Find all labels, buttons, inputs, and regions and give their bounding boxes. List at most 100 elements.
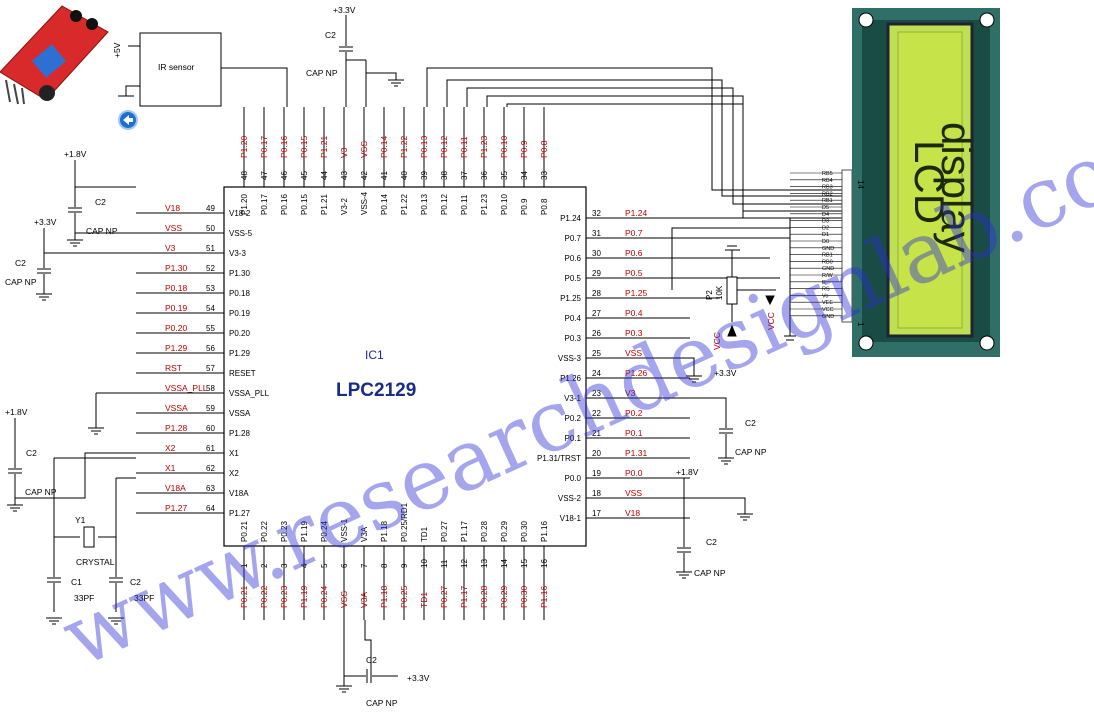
pin-number: 54 — [206, 304, 215, 313]
pin-name: P0.27 — [440, 521, 449, 542]
lcd-pin-label: R/W — [822, 273, 834, 279]
net-label: V18A — [165, 483, 186, 493]
lcd-pin-label: RB0 — [822, 259, 833, 265]
capnp-bottom: CAP NP — [366, 698, 398, 708]
net-label: P1.18 — [379, 586, 389, 608]
lcd-pin-label: E — [822, 280, 826, 286]
pin-number: 4 — [300, 563, 309, 568]
lcd-en-wire — [671, 227, 790, 290]
net-label: P1.27 — [165, 503, 187, 513]
pin-name: P0.25/RD1 — [400, 502, 409, 542]
left-cap-wire-3 — [14, 418, 136, 505]
pin-number: 33 — [540, 171, 549, 180]
net-label: P0.23 — [279, 586, 289, 608]
ir-sensor-block: IR sensor +5V — [112, 32, 222, 107]
net-label: VSSA — [165, 403, 188, 413]
pin-number: 12 — [460, 559, 469, 568]
ir-supply-wire — [118, 45, 140, 97]
pin-number: 34 — [520, 171, 529, 180]
left-cap-wire-1 — [74, 160, 136, 240]
pin-name: P0.8 — [540, 198, 549, 215]
pin-number: 29 — [592, 269, 601, 278]
pin-number: 45 — [300, 171, 309, 180]
pin-name: P0.24 — [320, 521, 329, 542]
right-cap-wire-1 — [690, 357, 727, 458]
pin-number: 58 — [206, 384, 215, 393]
pin-name: VSS-1 — [340, 518, 349, 542]
pin-name: P0.13 — [420, 194, 429, 215]
net-label: P0.18 — [165, 283, 187, 293]
pin-name: P0.21 — [240, 521, 249, 542]
net-label: P0.24 — [319, 586, 329, 608]
net-label: P1.16 — [539, 586, 549, 608]
lcd-pin-label: GND — [822, 246, 834, 252]
pin-name: P0.6 — [565, 254, 582, 263]
pin-name: P1.25 — [560, 294, 581, 303]
c2-crystal-label: C2 — [130, 577, 141, 587]
pin-name: P1.28 — [229, 429, 250, 438]
back-arrow-icon[interactable] — [118, 110, 138, 130]
capnp-right2: CAP NP — [694, 568, 726, 578]
lcd-pins: RB5RB4RB3RB2RB1D5D4D3D2D1D0GNDRB1RB0GNDR… — [790, 171, 842, 320]
crystal-ref: Y1 — [75, 515, 86, 525]
pin-name: P1.29 — [229, 349, 250, 358]
net-label: VSS — [359, 141, 369, 158]
lcd-gnd-wire — [784, 218, 796, 341]
pin-number: 6 — [340, 563, 349, 568]
v18-right: +1.8V — [676, 467, 699, 477]
c2-left3: C2 — [26, 448, 37, 458]
lcd-pin-label: D4 — [822, 212, 829, 218]
v18-left2: +1.8V — [5, 407, 28, 417]
pin-name: P0.9 — [520, 198, 529, 215]
net-label: P1.19 — [299, 586, 309, 608]
net-label: P0.17 — [259, 136, 269, 158]
net-label: P0.16 — [279, 136, 289, 158]
net-label: P0.12 — [439, 136, 449, 158]
pin-number: 9 — [400, 563, 409, 568]
pin-number: 39 — [420, 171, 429, 180]
pin-name: VSSA_PLL — [229, 389, 270, 398]
pin-name: P0.4 — [565, 314, 582, 323]
pin-number: 61 — [206, 444, 215, 453]
pin-name: V18-2 — [229, 209, 251, 218]
ir-sensor-module-picture — [0, 5, 109, 105]
pin-name: P0.22 — [260, 521, 269, 542]
v33-left: +3.3V — [34, 217, 57, 227]
pin-name: P1.18 — [380, 521, 389, 542]
pin-number: 14 — [500, 559, 509, 568]
pin-name: P0.3 — [565, 334, 582, 343]
ic-body — [223, 186, 587, 547]
net-label: V18 — [625, 508, 640, 518]
net-label: P0.22 — [259, 586, 269, 608]
pin-number: 21 — [592, 429, 601, 438]
net-label: RST — [165, 363, 182, 373]
pin-name: P1.20 — [240, 194, 249, 215]
lcd-module: LCD display 14 1 — [841, 8, 1000, 357]
net-label: P0.25 — [399, 586, 409, 608]
pin-number: 3 — [280, 563, 289, 568]
lcd-text-line1: LCD — [906, 140, 953, 224]
pin-number: 48 — [240, 171, 249, 180]
pin-number: 46 — [280, 171, 289, 180]
capnp-left1: CAP NP — [86, 226, 118, 236]
pin-number: 25 — [592, 349, 601, 358]
pin-name: X2 — [229, 469, 239, 478]
pin-number: 20 — [592, 449, 601, 458]
pin-number: 10 — [420, 559, 429, 568]
bus-wire — [466, 87, 842, 205]
net-label: P0.20 — [165, 323, 187, 333]
net-label: P0.8 — [539, 140, 549, 158]
pin-name: VSS-3 — [558, 354, 582, 363]
pin-number: 1 — [240, 563, 249, 568]
net-label: X2 — [165, 443, 176, 453]
pin-number: 50 — [206, 224, 215, 233]
lcd-pin-label: VCC — [822, 307, 834, 313]
pin-number: 30 — [592, 249, 601, 258]
pin-number: 36 — [480, 171, 489, 180]
pin-name: P0.30 — [520, 521, 529, 542]
pin-name: P0.2 — [565, 414, 582, 423]
net-label: P1.23 — [479, 136, 489, 158]
lcd-pin-label: Vo — [822, 293, 828, 299]
net-label: P1.31 — [625, 448, 647, 458]
